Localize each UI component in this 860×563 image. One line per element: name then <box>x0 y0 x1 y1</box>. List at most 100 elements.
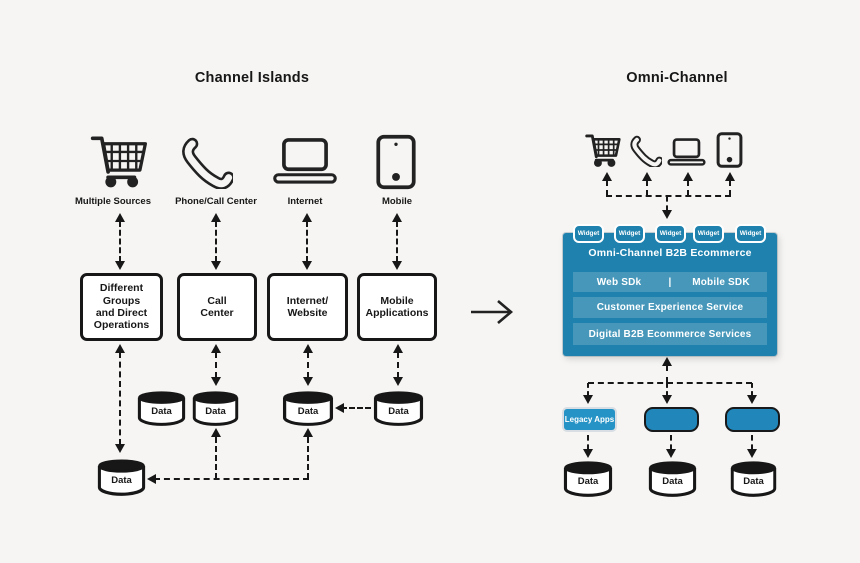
dashed-connector <box>588 382 752 384</box>
system-box-call-center: Call Center <box>177 273 257 341</box>
dashed-connector <box>751 435 753 450</box>
phone-handset-icon <box>630 135 662 167</box>
tablet-icon <box>375 134 417 190</box>
arrowhead-up <box>303 428 313 437</box>
sdk-bar: Web SDk | Mobile SDK <box>573 272 767 292</box>
arrowhead-up <box>683 172 693 181</box>
arrowhead-up <box>211 213 221 222</box>
arrowhead-up <box>393 344 403 353</box>
system-box-label: Mobile Applications <box>365 294 429 319</box>
channel-label-multiple-sources: Multiple Sources <box>74 196 151 207</box>
dashed-connector <box>729 180 731 196</box>
widget-tab: Widget <box>573 224 604 243</box>
platform-title: Omni-Channel B2B Ecommerce <box>588 247 752 259</box>
arrowhead-up <box>211 344 221 353</box>
channel-label-internet: Internet <box>287 196 323 207</box>
system-box-internet-website: Internet/ Website <box>267 273 348 341</box>
datastore-label: Data <box>577 476 599 488</box>
legacy-apps-label: Legacy Apps <box>564 415 615 424</box>
arrowhead-up <box>303 344 313 353</box>
dashed-connector <box>606 195 731 197</box>
arrowhead-down <box>583 395 593 404</box>
dashed-connector <box>215 221 217 262</box>
mobile-sdk-label: Mobile SDK <box>692 276 750 288</box>
arrowhead-up <box>725 172 735 181</box>
tablet-icon <box>716 132 743 168</box>
app-box-3 <box>725 407 780 432</box>
datastore-label: Data <box>205 405 226 417</box>
dashed-connector <box>341 407 371 409</box>
left-panel-title: Channel Islands <box>194 70 310 86</box>
system-box-label: Call Center <box>200 294 234 319</box>
phone-handset-icon <box>181 135 233 189</box>
arrowhead-down <box>662 395 672 404</box>
sdk-divider: | <box>668 276 672 288</box>
dashed-connector <box>587 383 589 396</box>
system-box-mobile-applications: Mobile Applications <box>357 273 437 341</box>
datastore-label: Data <box>297 405 319 417</box>
datastore-label: Data <box>388 405 409 417</box>
datastore-label: Data <box>662 476 683 488</box>
widget-tab-label: Widget <box>577 230 600 237</box>
arrowhead-up <box>602 172 612 181</box>
arrowhead-up <box>392 213 402 222</box>
central-datastore-cylinder: Data <box>96 459 147 496</box>
arrowhead-down <box>115 261 125 270</box>
customer-experience-service-bar: Customer Experience Service <box>573 297 767 318</box>
arrowhead-down <box>666 449 676 458</box>
arrowhead-down <box>583 449 593 458</box>
widget-tab-label: Widget <box>618 230 641 237</box>
arrowhead-up <box>115 344 125 353</box>
dashed-connector <box>119 221 121 262</box>
service-label: Customer Experience Service <box>596 302 744 313</box>
arrowhead-down <box>747 395 757 404</box>
datastore-cylinder: Data <box>647 461 698 497</box>
dashed-connector <box>666 365 668 383</box>
app-box-2 <box>644 407 699 432</box>
arrowhead-down <box>392 261 402 270</box>
omni-channel-platform-box: Omni-Channel B2B Ecommerce Web SDk | Mob… <box>563 233 777 356</box>
widget-tab-label: Widget <box>697 230 720 237</box>
laptop-icon <box>667 137 706 167</box>
transition-right-arrow-icon <box>468 297 518 327</box>
dashed-connector <box>307 352 309 378</box>
right-panel-title: Omni-Channel <box>626 70 728 86</box>
arrowhead-down <box>115 444 125 453</box>
dashed-connector <box>215 352 217 378</box>
shopping-cart-icon <box>89 131 149 191</box>
arrowhead-up <box>662 357 672 366</box>
dashed-connector <box>397 352 399 378</box>
datastore-cylinder: Data <box>562 461 614 497</box>
datastore-label: Data <box>111 474 132 486</box>
shopping-cart-icon <box>583 132 623 168</box>
dashed-connector <box>666 383 668 396</box>
legacy-apps-box: Legacy Apps <box>562 407 617 432</box>
arrowhead-left <box>335 403 344 413</box>
dashed-connector <box>396 221 398 262</box>
channel-label-mobile: Mobile <box>381 196 413 207</box>
widget-tab: Widget <box>614 224 645 243</box>
system-box-different-groups: Different Groups and Direct Operations <box>80 273 163 341</box>
dashed-connector <box>307 437 309 479</box>
laptop-icon <box>272 136 338 186</box>
arrowhead-up <box>115 213 125 222</box>
dashed-connector <box>666 196 668 211</box>
system-box-label: Different Groups and Direct Operations <box>93 282 150 332</box>
widget-tab-label: Widget <box>739 230 762 237</box>
dashed-connector <box>751 383 753 396</box>
dashed-connector <box>687 180 689 196</box>
datastore-label: Data <box>743 476 764 488</box>
dashed-connector <box>646 180 648 196</box>
datastore-cylinder: Data <box>191 391 240 426</box>
channel-label-phone-call-center: Phone/Call Center <box>175 196 257 207</box>
arrowhead-down <box>302 261 312 270</box>
arrowhead-down <box>393 377 403 386</box>
dashed-connector <box>606 180 608 196</box>
datastore-cylinder: Data <box>136 391 187 426</box>
system-box-label: Internet/ Website <box>286 294 329 319</box>
widget-tab: Widget <box>655 224 686 243</box>
arrowhead-up <box>642 172 652 181</box>
digital-b2b-ecommerce-services-bar: Digital B2B Ecommerce Services <box>573 323 767 345</box>
dashed-connector <box>670 435 672 450</box>
